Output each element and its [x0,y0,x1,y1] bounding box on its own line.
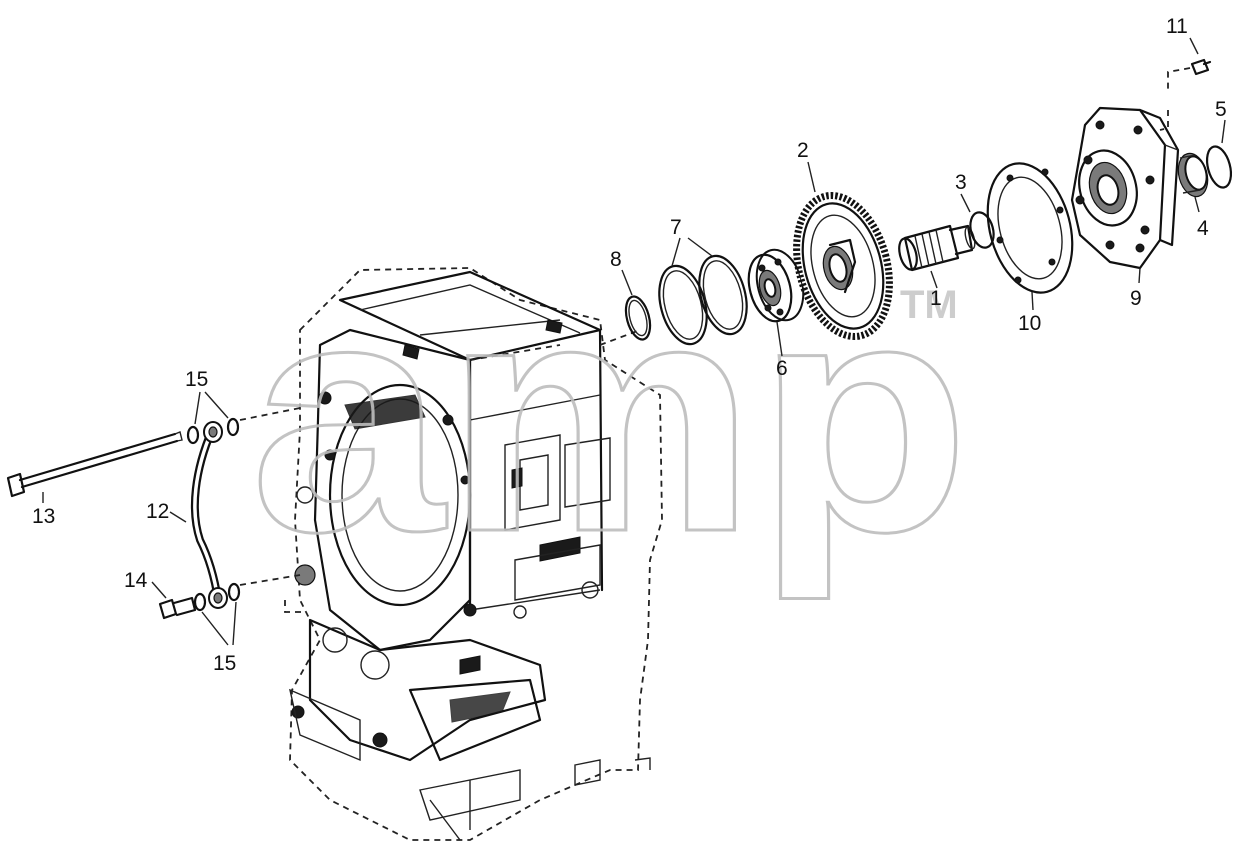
callout-6: 6 [776,357,788,380]
callout-1: 1 [930,287,942,310]
part-3-o-ring [969,211,995,249]
callout-9: 9 [1130,287,1142,310]
callout-3: 3 [955,171,967,194]
part-9-cover [1070,106,1180,270]
part-1-splined-shaft [898,224,976,272]
part-13-long-bolt [6,431,183,498]
part-2-gear [793,192,893,340]
watermark-trademark: TM [900,283,958,327]
part-5-snap-ring [1205,145,1233,189]
part-11-bolt [1159,58,1212,131]
callout-15-bottom: 15 [213,652,236,675]
callout-13: 13 [32,505,55,528]
part-6-bearing [747,248,805,323]
callout-12: 12 [146,500,169,523]
callout-7: 7 [670,216,682,239]
callout-labels: 1 2 3 4 5 6 7 8 9 10 11 12 13 14 15 15 [32,15,1227,675]
callout-15-top: 15 [185,368,208,391]
part-14-banjo-bolt [158,596,197,620]
leader-lines [42,37,1226,646]
part-10-gasket [986,162,1074,294]
callout-10: 10 [1018,312,1041,335]
transmission-housing [239,267,663,841]
part-15-washers [186,417,241,612]
callout-8: 8 [610,248,622,271]
callout-5: 5 [1215,98,1227,121]
callout-2: 2 [797,139,809,162]
callout-11: 11 [1166,15,1188,38]
callout-14: 14 [124,569,148,592]
part-7-rings [658,254,748,346]
part-12-tube [190,421,228,609]
part-8-snap-ring [624,295,652,341]
callout-4: 4 [1197,217,1209,240]
part-4-bearing [1177,152,1209,198]
